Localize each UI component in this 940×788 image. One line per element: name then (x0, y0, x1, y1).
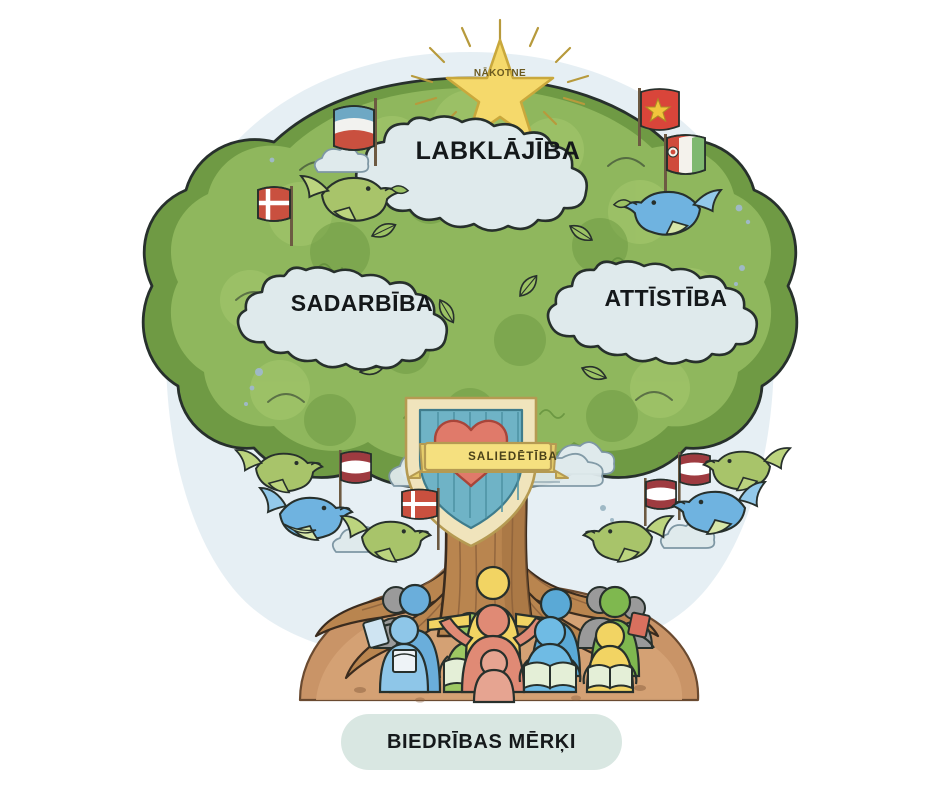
bird-green-low-right (581, 515, 675, 563)
title-banner: BIEDRĪBAS MĒRĶI (341, 714, 622, 770)
person-blue-right-book (518, 615, 582, 694)
flag-denmark-small (401, 488, 440, 550)
person-child-front (472, 648, 516, 704)
banner-plate (423, 441, 553, 472)
flag-denmark (257, 186, 293, 246)
flag-latvia-far-right (678, 452, 711, 520)
flag-red-yellow-star (638, 88, 680, 146)
person-yellow-right-book (582, 620, 638, 694)
flag-tricolor-blue-white-red (333, 98, 377, 166)
bird-blue-mid-right (671, 481, 768, 535)
shield-banner-label: SALIEDĒTĪBA (468, 451, 558, 463)
cloud-sadarbiba[interactable] (236, 266, 449, 371)
title-banner-text: BIEDRĪBAS MĒRĶI (386, 730, 576, 753)
sparkle-dots (244, 157, 751, 522)
bird-green-low-left (339, 515, 433, 563)
star-nakotne[interactable] (410, 18, 590, 142)
bird-green-top-left (299, 175, 410, 222)
cloud-label-labklajiba: LABKLĀJĪBA (415, 136, 581, 165)
cloud-label-sadarbiba: SADARBĪBA (290, 289, 434, 316)
person-blue-notebook (378, 614, 430, 694)
people-group (362, 565, 655, 704)
star-rays (410, 18, 590, 126)
cloud-attistiba[interactable] (546, 260, 759, 365)
bird-blue-mid-left (257, 487, 354, 541)
bird-blue-top-right (612, 189, 723, 236)
flag-red-white-green (664, 134, 706, 192)
cloud-label-attistiba: ATTĪSTĪBA (604, 284, 728, 311)
red-book-icon (627, 611, 651, 639)
star-label-nakotne: NĀKOTNE (473, 67, 527, 79)
book-icon-2 (523, 661, 577, 690)
flag-latvia-left (339, 450, 372, 514)
book-icon-3 (587, 664, 633, 690)
bird-green-mid-left (233, 449, 325, 494)
tablet-icon (362, 617, 390, 649)
star-shape (445, 38, 555, 142)
